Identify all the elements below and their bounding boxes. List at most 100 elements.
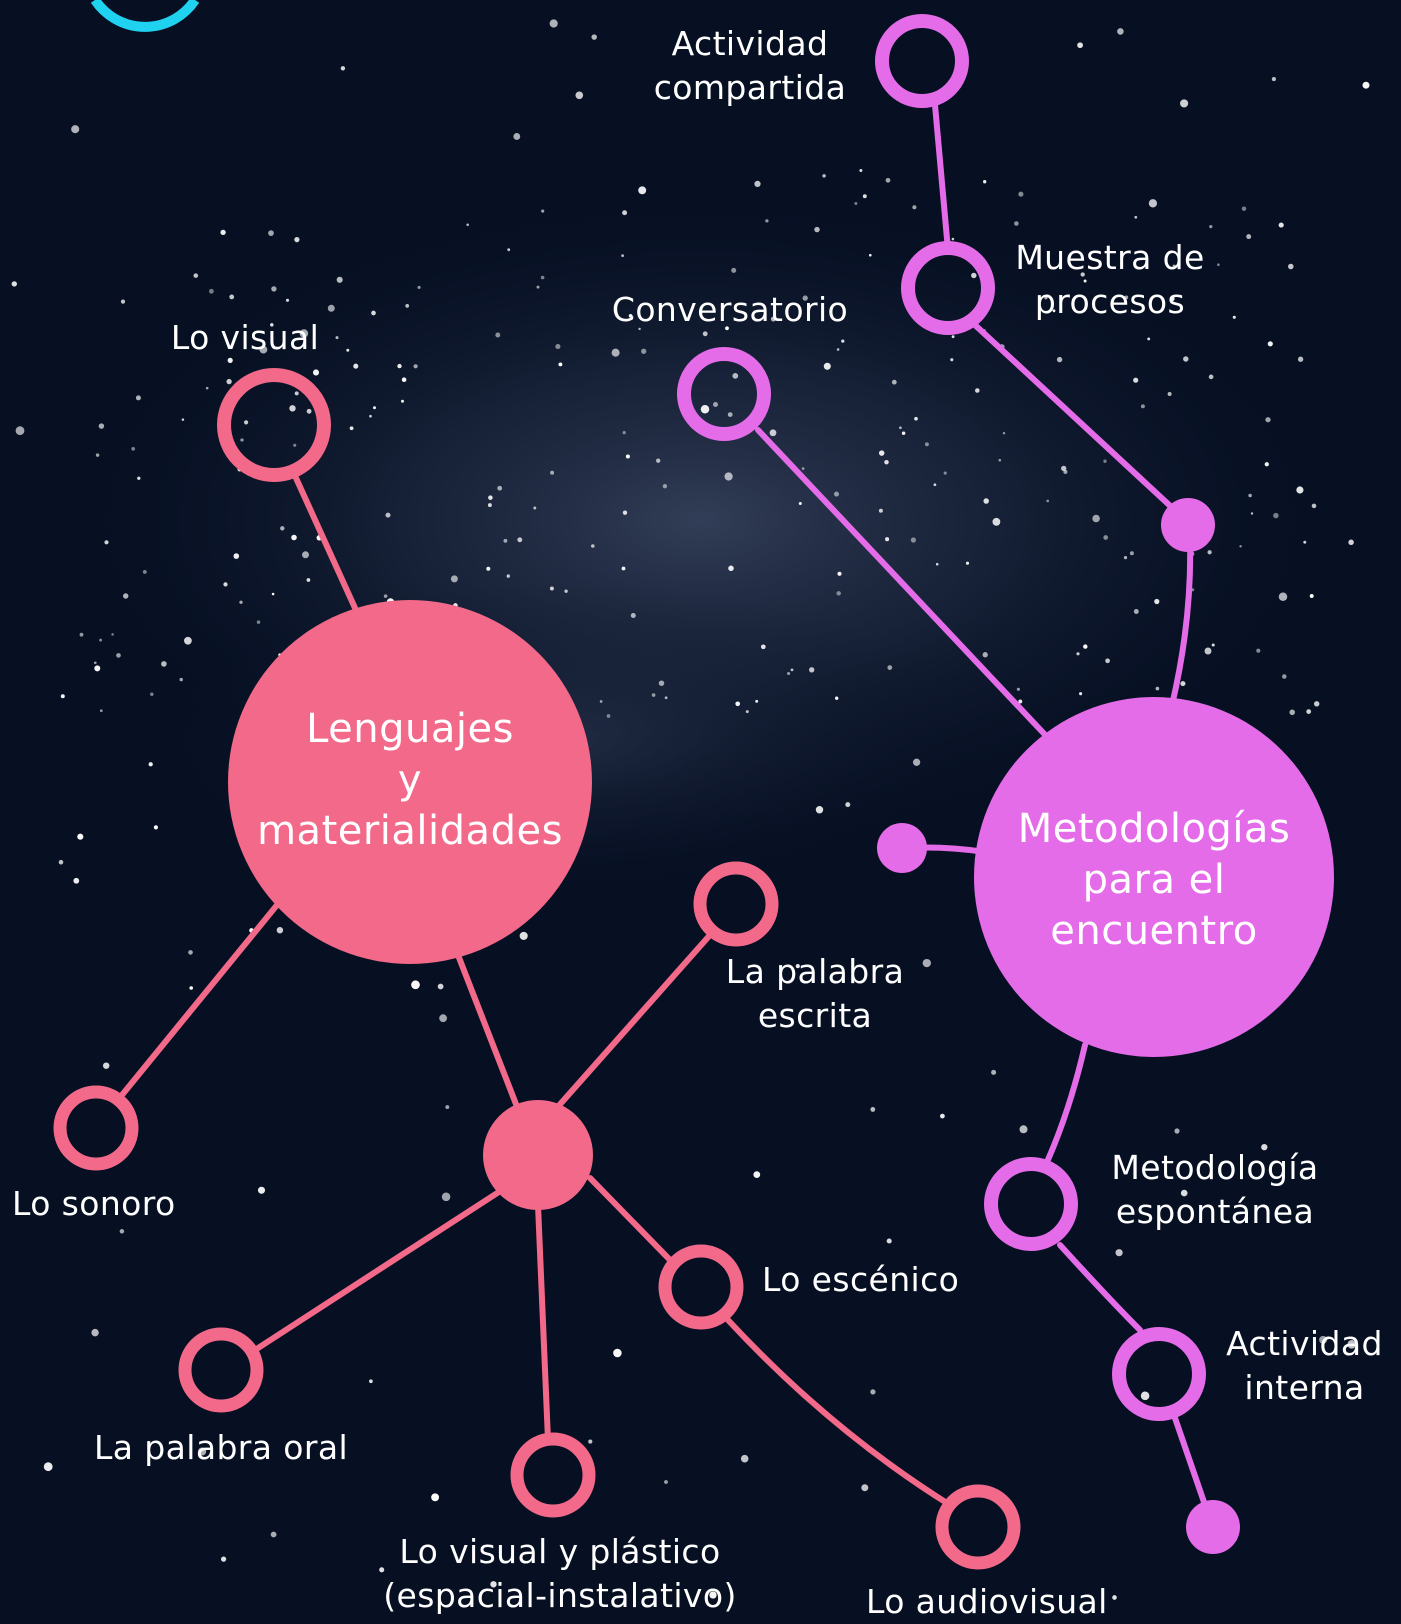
node-lo-visual[interactable]: [217, 368, 331, 482]
star: [120, 299, 126, 304]
star: [621, 566, 626, 571]
star: [1288, 263, 1294, 270]
label-lo-visual-plastico-line-1: Lo visual y plástico: [399, 1532, 721, 1571]
star: [299, 329, 309, 338]
star: [836, 348, 840, 351]
star: [43, 1462, 53, 1472]
star: [1347, 1340, 1356, 1349]
star: [878, 450, 885, 456]
star: [1134, 215, 1138, 219]
star: [11, 281, 17, 287]
edge-espontanea-interna: [1057, 1242, 1143, 1333]
star: [276, 926, 284, 934]
node-la-palabra-oral[interactable]: [178, 1327, 264, 1413]
star: [373, 406, 376, 410]
star: [294, 236, 300, 243]
node-actividad-compartida[interactable]: [875, 14, 969, 108]
star: [625, 454, 630, 459]
star: [588, 1439, 593, 1444]
star: [397, 363, 402, 369]
star: [951, 335, 955, 339]
node-muestra-procesos[interactable]: [901, 241, 995, 335]
star: [15, 426, 25, 436]
star: [622, 210, 628, 216]
star: [1217, 263, 1220, 266]
node-lo-audiovisual[interactable]: [935, 1484, 1021, 1570]
label-muestra-procesos-line-1: Muestra de: [1015, 238, 1205, 277]
star: [731, 267, 737, 273]
star: [239, 600, 243, 604]
star: [613, 1348, 622, 1358]
star: [732, 373, 739, 379]
star: [1076, 652, 1080, 656]
star: [965, 561, 970, 565]
star: [503, 538, 508, 543]
star: [1256, 648, 1261, 653]
star: [1170, 296, 1175, 301]
star: [1278, 222, 1284, 228]
star: [1303, 540, 1307, 544]
star: [745, 710, 749, 714]
star-field: [11, 19, 1370, 1600]
label-muestra-procesos: Muestra de procesos: [995, 236, 1225, 324]
star: [656, 458, 661, 463]
hub-metodologias[interactable]: [974, 697, 1334, 1057]
star: [841, 339, 845, 343]
star: [77, 833, 84, 840]
star: [1273, 512, 1279, 519]
star: [1056, 356, 1063, 363]
star: [869, 253, 872, 257]
star: [413, 364, 418, 369]
star: [93, 661, 97, 665]
lenguajes-edges: [119, 475, 953, 1508]
star: [558, 362, 563, 367]
star: [834, 491, 839, 497]
star: [835, 696, 839, 700]
node-metodologia-espontanea[interactable]: [984, 1157, 1078, 1251]
star: [922, 958, 931, 968]
label-metodologia-espontanea-line-2: espontánea: [1115, 1192, 1315, 1231]
star: [575, 91, 584, 100]
node-la-palabra-escrita[interactable]: [693, 861, 779, 947]
node-conversatorio[interactable]: [677, 347, 771, 441]
cyan-arc-decoration: [90, 0, 200, 32]
star: [1241, 206, 1247, 211]
star: [220, 229, 226, 236]
star: [1264, 462, 1269, 467]
star: [1167, 392, 1172, 396]
star: [193, 273, 199, 278]
node-lo-visual-plastico[interactable]: [510, 1432, 596, 1518]
star: [702, 331, 708, 337]
star: [198, 1447, 207, 1456]
star: [1282, 674, 1287, 679]
node-lo-escenico[interactable]: [658, 1244, 744, 1330]
star: [271, 592, 275, 596]
star: [815, 806, 824, 814]
star: [555, 344, 561, 350]
star: [795, 964, 800, 969]
star: [270, 1531, 277, 1538]
star: [1083, 279, 1087, 283]
star: [728, 565, 734, 572]
label-metodologia-espontanea-line-1: Metodología: [1111, 1148, 1319, 1187]
hub-metodologias-line-1: Metodologías: [1017, 805, 1291, 852]
star: [1348, 539, 1354, 546]
node-actividad-interna[interactable]: [1112, 1327, 1206, 1421]
hub-lenguajes-line-2: y: [397, 756, 423, 803]
star: [1103, 459, 1107, 463]
star: [1080, 272, 1085, 277]
node-lo-sonoro[interactable]: [53, 1085, 139, 1171]
star: [466, 223, 469, 226]
star: [1154, 598, 1160, 605]
hub-lenguajes[interactable]: [228, 600, 592, 964]
star: [1239, 545, 1242, 548]
star: [1124, 295, 1129, 300]
star: [1140, 1391, 1150, 1401]
star: [519, 931, 528, 940]
star: [257, 1186, 266, 1194]
star: [854, 202, 858, 205]
star: [611, 348, 620, 357]
star: [1296, 486, 1304, 494]
label-actividad-interna: Actividad interna: [1212, 1322, 1397, 1410]
star: [450, 575, 458, 583]
